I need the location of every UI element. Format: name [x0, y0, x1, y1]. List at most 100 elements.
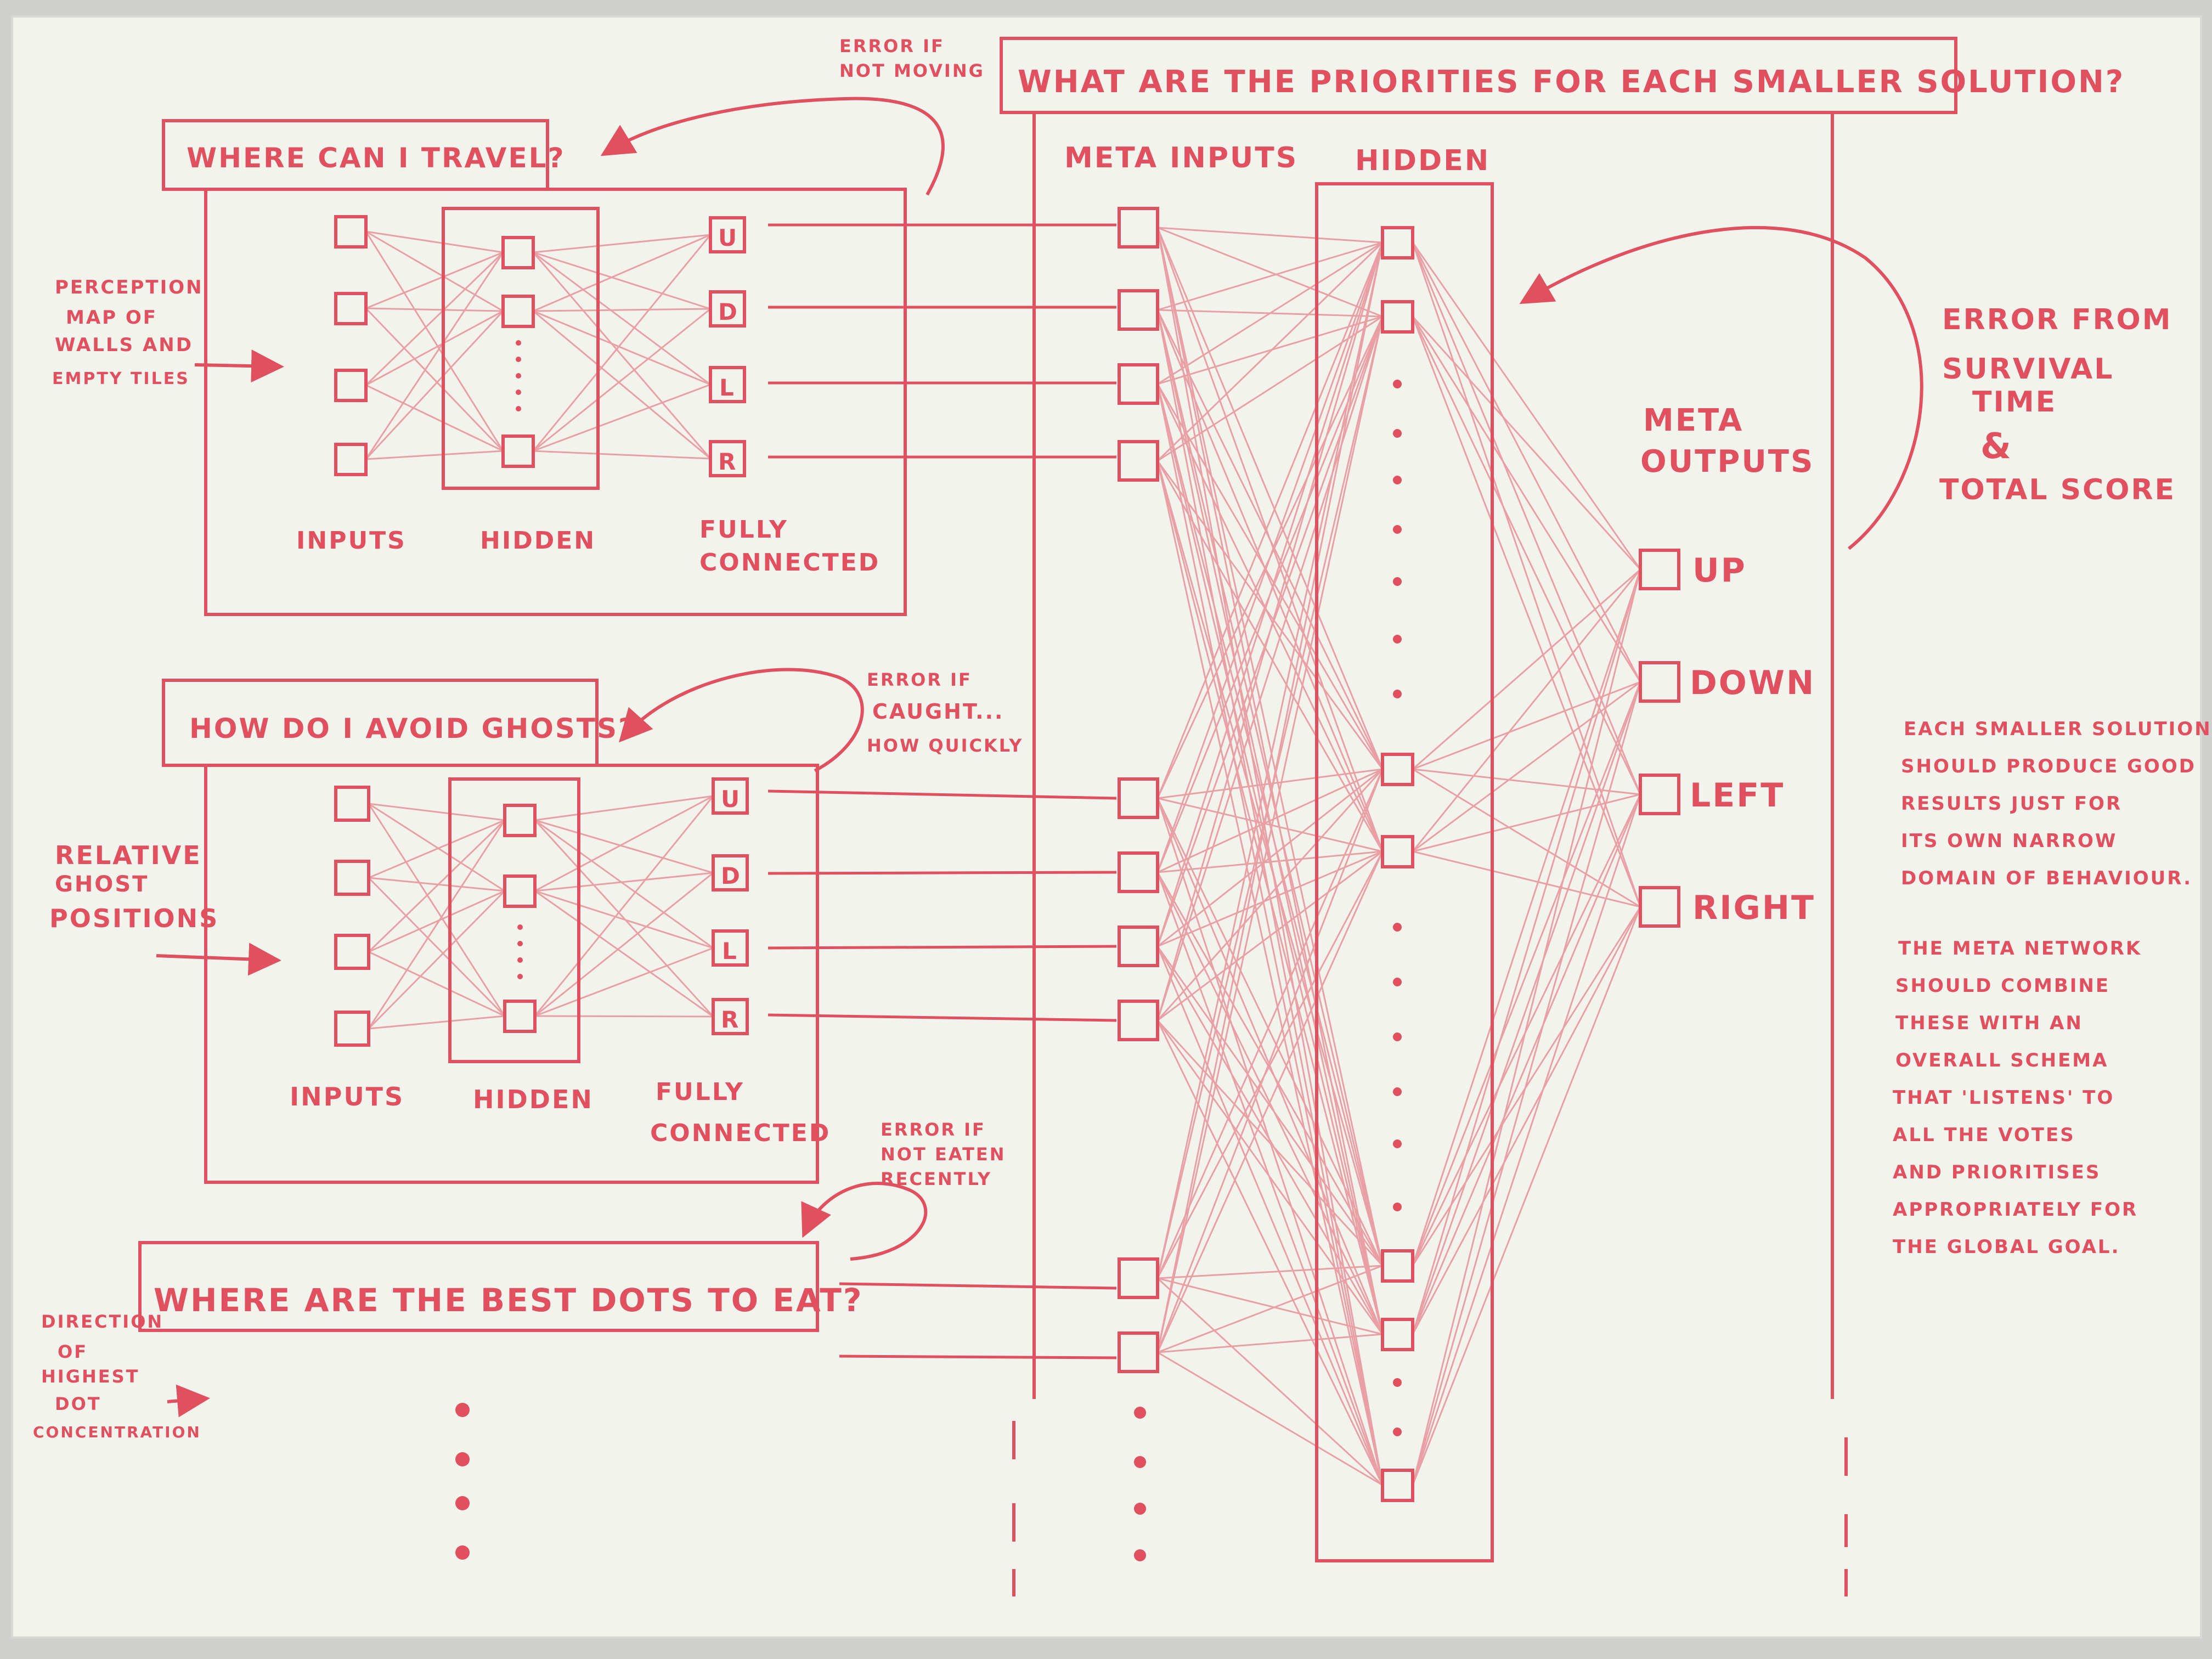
net2-output-label-l: L [722, 938, 738, 964]
meta-connection-line [1412, 569, 1641, 1335]
net1-label-inputs: INPUTS [296, 527, 407, 555]
net2-input-note-line1: RELATIVE [55, 840, 202, 870]
note-line: ITS OWN NARROW [1901, 830, 2117, 852]
meta-connection-line [1157, 768, 1383, 947]
meta-output-nodes [1639, 549, 1680, 928]
meta-connection-line [1412, 315, 1641, 571]
net2-label-inputs: INPUTS [290, 1082, 404, 1111]
net1-input-note-line2: MAP OF [66, 307, 157, 329]
net2-connection-line [368, 803, 505, 892]
net1-output-label-d: D [718, 298, 739, 325]
meta-connection-line [1156, 383, 1384, 770]
meta-connections [1156, 227, 1641, 1486]
meta-input-node [1118, 440, 1159, 482]
net3-question: WHERE ARE THE BEST DOTS TO EAT? [154, 1282, 864, 1319]
meta-connection-line [1157, 768, 1383, 799]
meta-connection-line [1157, 797, 1383, 853]
meta-output-node-right [1639, 886, 1680, 928]
net2-connection-line [534, 1015, 714, 1018]
net1-label-fc-line1: FULLY [699, 516, 788, 544]
meta-input-node [1118, 289, 1159, 331]
net2-connections [368, 795, 714, 1030]
note-line: THE META NETWORK [1898, 938, 2142, 960]
meta-connection-line [1412, 242, 1641, 682]
meta-outputs-label-line1: META [1643, 403, 1743, 438]
net1-input-node [334, 369, 368, 402]
meta-connection-line [1412, 681, 1641, 853]
meta-connection-line [1156, 851, 1384, 1353]
net1-to-meta-lines [768, 223, 1116, 459]
meta-input-node [1118, 926, 1159, 967]
meta-connection-line [1157, 1265, 1383, 1279]
net1-connection-line [533, 251, 711, 386]
meta-connection-line [1412, 906, 1641, 1335]
meta-connection-line [1412, 316, 1641, 682]
whiteboard-surface [11, 15, 2202, 1639]
meta-input-node [1118, 363, 1159, 405]
net1-connection-line [533, 310, 711, 460]
net2-connection-line [534, 872, 714, 892]
meta-error-note-line2: SURVIVAL [1942, 353, 2114, 386]
net2-hidden-node [503, 804, 537, 837]
meta-connection-line [1412, 316, 1641, 795]
net2-to-meta-lines [768, 789, 1117, 1022]
meta-connection-line [1156, 242, 1384, 873]
net3-input-note-line1: DIRECTION [41, 1311, 163, 1332]
net1-hidden-node [501, 435, 535, 468]
net2-connection-line [368, 951, 505, 1017]
net2-output-node-l [712, 929, 749, 967]
net2-connection-line [534, 795, 714, 821]
net1-connection-line [533, 234, 711, 312]
net2-input-node [334, 1011, 370, 1047]
net3-input-note-line5: CONCENTRATION [33, 1423, 201, 1441]
meta-hidden-ellipsis [1393, 380, 1402, 1436]
net1-hidden-nodes [501, 236, 535, 468]
meta-connection-line [1412, 906, 1641, 1486]
meta-hidden-node [1381, 1318, 1414, 1351]
net1-connection-line [533, 450, 711, 460]
meta-connection-line [1156, 242, 1384, 1353]
meta-connection-line [1157, 1333, 1383, 1353]
net2-input-note-line2: GHOST [55, 872, 149, 897]
meta-connection-line [1156, 851, 1384, 1279]
meta-error-note-line3: TIME [1972, 386, 2057, 419]
net2-connection-line [534, 890, 714, 1018]
meta-connection-line [1156, 383, 1384, 1486]
meta-connection-line [1156, 460, 1384, 1486]
net1-output-node-r [709, 440, 746, 477]
net1-error-note-line1: ERROR IF [839, 36, 945, 57]
net1-input-note-line3: WALLS AND [55, 334, 193, 356]
net1-connection-line [365, 251, 504, 309]
net3-input-arrow [167, 1384, 210, 1418]
meta-title: WHAT ARE THE PRIORITIES FOR EACH SMALLER… [1018, 64, 2125, 100]
meta-connection-line [1412, 242, 1641, 570]
net2-network-box [204, 764, 819, 1184]
note-line: APPROPRIATELY FOR [1893, 1199, 2138, 1221]
meta-hidden-node [1381, 1469, 1414, 1502]
net3-to-meta-lines [839, 1282, 1117, 1359]
net1-connection-line [532, 252, 712, 459]
net1-input-node [334, 215, 368, 249]
net2-connection-line [368, 877, 505, 892]
meta-connection-line [1156, 316, 1384, 1353]
net3-input-note-line3: HIGHEST [41, 1366, 139, 1387]
net2-hidden-node [503, 1000, 537, 1033]
meta-hidden-node [1381, 226, 1414, 259]
note-line: OVERALL SCHEMA [1895, 1049, 2108, 1071]
meta-connection-line [1156, 309, 1384, 1266]
meta-inputs-label: META INPUTS [1064, 142, 1298, 174]
meta-connection-line [1412, 794, 1641, 1486]
meta-connection-line [1156, 241, 1384, 462]
net3-error-arrow [801, 1182, 928, 1261]
net2-connection-line [368, 820, 506, 1029]
meta-input-node [1118, 851, 1159, 893]
net2-connection-line [368, 890, 506, 1030]
net2-input-arrow [156, 943, 281, 976]
net2-connection-line [534, 947, 714, 1017]
net3-input-note-line4: DOT [55, 1393, 101, 1414]
note-line: EACH SMALLER SOLUTION [1904, 718, 2212, 740]
net2-output-label-r: R [721, 1006, 740, 1033]
net1-label-hidden: HIDDEN [480, 527, 596, 555]
net2-connection-line [534, 819, 714, 874]
